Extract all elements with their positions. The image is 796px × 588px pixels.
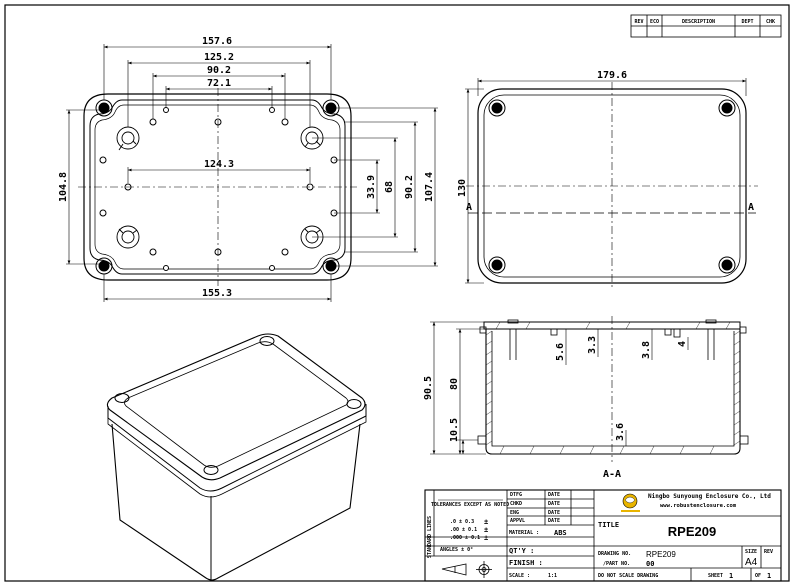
plus-minus-2: ±	[484, 526, 488, 534]
drawing-border	[4, 4, 790, 582]
part-no-label: /PART NO.	[603, 561, 630, 567]
lid-view-centerlines	[466, 82, 758, 290]
plus-minus-3: ±	[484, 534, 488, 542]
title-value: RPE209	[668, 524, 716, 539]
dim-33-9: 33.9	[366, 175, 377, 199]
date-3: DATE	[548, 510, 560, 516]
rev-label: REV	[764, 549, 773, 555]
tolerance-row-1: .0 ± 0.3	[450, 519, 474, 525]
keyhole-bosses	[116, 126, 324, 249]
iso-lid-panel	[124, 341, 349, 468]
plus-minus-1: ±	[484, 518, 488, 526]
section-walls	[485, 329, 741, 455]
drawing-no-value: RPE209	[646, 550, 676, 559]
dim-90-5: 90.5	[423, 376, 434, 400]
top-view-groove	[94, 104, 341, 270]
dim-68: 68	[384, 181, 395, 193]
size-value: A4	[745, 557, 758, 568]
top-view-centerlines	[78, 88, 357, 286]
dim-104-8: 104.8	[58, 172, 69, 202]
dim-5-6: 5.6	[555, 343, 566, 361]
company-name: Ningbo Sunyoung Enclosure Co., Ltd	[648, 493, 771, 500]
dept-header: DEPT	[741, 19, 753, 25]
drawing-no-label: DRAWING NO.	[598, 551, 631, 557]
dim-10-5: 10.5	[449, 418, 460, 442]
scale-value: 1:1	[548, 573, 557, 579]
company-website: www.robustenclosure.com	[660, 503, 737, 509]
chk-header: CHK	[766, 19, 775, 25]
section-dimension-lines	[430, 321, 689, 455]
dim-3-6: 3.6	[615, 423, 626, 441]
iso-lid-top	[106, 333, 366, 481]
revision-table	[630, 14, 782, 38]
material-label: MATERIAL :	[509, 530, 539, 536]
tolerance-side-label: STANDARD LINES	[427, 516, 433, 558]
no-scale-note: DO NOT SCALE DRAWING	[598, 573, 658, 579]
dim-72-1: 72.1	[207, 78, 231, 89]
sign-dtfg: DTFG	[510, 492, 522, 498]
date-1: DATE	[548, 492, 560, 498]
sheet-label: SHEET	[708, 573, 723, 579]
dim-179-6: 179.6	[597, 70, 627, 81]
date-2: DATE	[548, 501, 560, 507]
tolerance-angles: ANGLES ± 0°	[440, 547, 473, 553]
date-4: DATE	[548, 518, 560, 524]
top-view-dimension-lines	[66, 44, 438, 302]
pcb-holes	[99, 107, 338, 271]
dim-107-4: 107.4	[424, 172, 435, 202]
tolerance-row-2: .00 ± 0.1	[450, 527, 477, 533]
description-header: DESCRIPTION	[682, 19, 715, 25]
section-mark-right: A	[748, 202, 754, 213]
top-view-outer-outline	[83, 93, 352, 281]
size-label: SIZE	[745, 549, 757, 555]
section-label: A-A	[603, 469, 621, 480]
iso-lid-rim	[107, 404, 367, 492]
isometric-view	[106, 333, 367, 581]
section-mark-left: A	[466, 202, 472, 213]
qty-label: QT'Y :	[509, 547, 534, 555]
dim-130: 130	[457, 179, 468, 197]
title-block-grid	[424, 489, 782, 582]
dim-90-2-vertical: 90.2	[404, 175, 415, 199]
top-view	[78, 88, 357, 286]
sign-eng: ENG	[510, 510, 519, 516]
corner-holes	[95, 99, 340, 275]
dim-125-2: 125.2	[204, 52, 234, 63]
dim-4: 4	[677, 341, 688, 347]
sign-appvl: APPVL	[510, 518, 525, 524]
tolerance-row-3: .000 ± 0.1	[450, 535, 480, 541]
eco-header: ECO	[650, 19, 659, 25]
dim-80: 80	[449, 378, 460, 390]
section-view	[477, 319, 749, 455]
part-no-value: 00	[646, 560, 654, 568]
scale-label: SCALE :	[509, 573, 530, 579]
iso-box-body	[111, 423, 361, 581]
section-hatching	[485, 321, 741, 455]
of-value: 1	[767, 572, 771, 580]
dim-124-3: 124.3	[204, 159, 234, 170]
lid-dimension-lines	[465, 78, 747, 284]
dim-157-6: 157.6	[202, 36, 232, 47]
dim-3-3: 3.3	[587, 336, 598, 354]
sheet-value: 1	[729, 572, 733, 580]
sign-chkd: CHKD	[510, 501, 522, 507]
of-label: OF	[755, 573, 761, 579]
material-value: ABS	[554, 529, 567, 537]
dim-90-2-horizontal: 90.2	[207, 65, 231, 76]
dim-3-8: 3.8	[641, 341, 652, 359]
company-logo-icon	[621, 493, 640, 512]
title-label: TITLE	[598, 521, 619, 529]
tolerance-header: TOLERANCES EXCEPT AS NOTED	[431, 502, 509, 508]
projection-symbol-icon	[441, 561, 492, 578]
dim-155-3: 155.3	[202, 288, 232, 299]
finish-label: FINISH :	[509, 559, 543, 567]
rev-header: REV	[634, 19, 643, 25]
